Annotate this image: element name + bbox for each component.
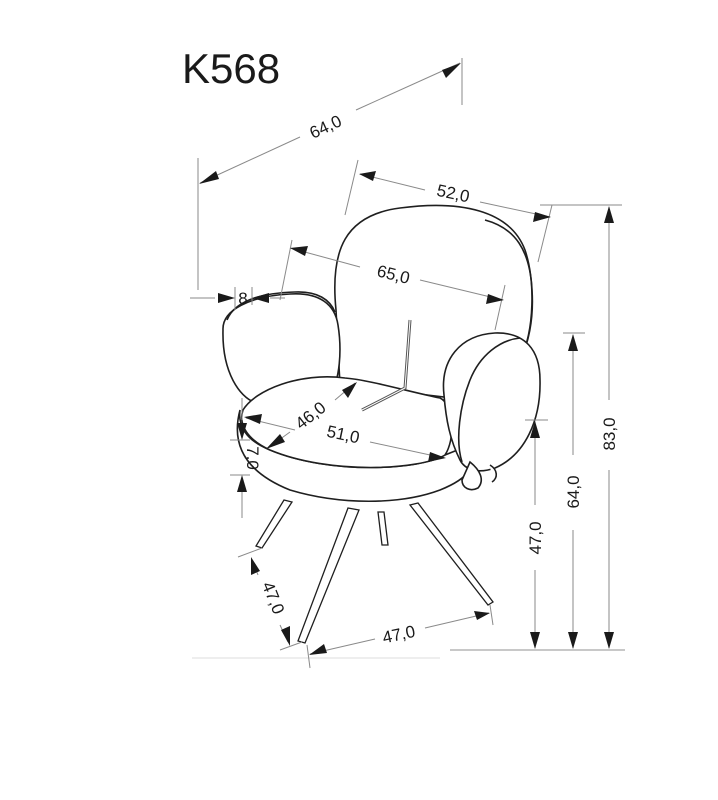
dim-label-armrest-thickness: 8 <box>238 289 247 308</box>
leg-front <box>297 507 360 644</box>
armrest-right-bracket <box>461 460 482 491</box>
dim-label-seat-thickness: 7,0 <box>243 446 262 470</box>
armrest-left-edge <box>226 291 336 321</box>
seat-seam-inner <box>361 319 411 411</box>
dimension-seat-height: 47,0 <box>525 419 548 649</box>
dim-label-leg-span-depth: 47,0 <box>258 579 288 617</box>
dim-label-overall-width: 64,0 <box>307 111 345 142</box>
armrest-right-inner <box>457 337 521 463</box>
armrest-right <box>442 332 541 472</box>
dim-label-backrest-width: 52,0 <box>435 181 471 206</box>
model-title: K568 <box>182 45 281 92</box>
dimension-seat-thickness: 7,0 <box>230 398 262 518</box>
dimension-armrest-thickness: 8 <box>190 287 285 310</box>
leg-back <box>377 511 389 546</box>
dimension-leg-span-depth: 47,0 <box>237 547 303 651</box>
chair-body <box>222 204 541 644</box>
dim-label-overall-height: 83,0 <box>600 417 619 450</box>
leg-right <box>408 502 494 606</box>
dimension-armrest-height: 64,0 <box>563 332 585 649</box>
dim-label-leg-span-width: 47,0 <box>381 622 417 647</box>
dimension-overall-height: 83,0 <box>540 204 622 649</box>
armrest-right-bracket-2 <box>489 464 498 483</box>
leg-left <box>255 499 294 549</box>
dim-label-armrest-height: 64,0 <box>564 475 583 508</box>
dim-label-seat-height: 47,0 <box>526 521 545 554</box>
dimension-leg-span-width: 47,0 <box>306 604 494 669</box>
